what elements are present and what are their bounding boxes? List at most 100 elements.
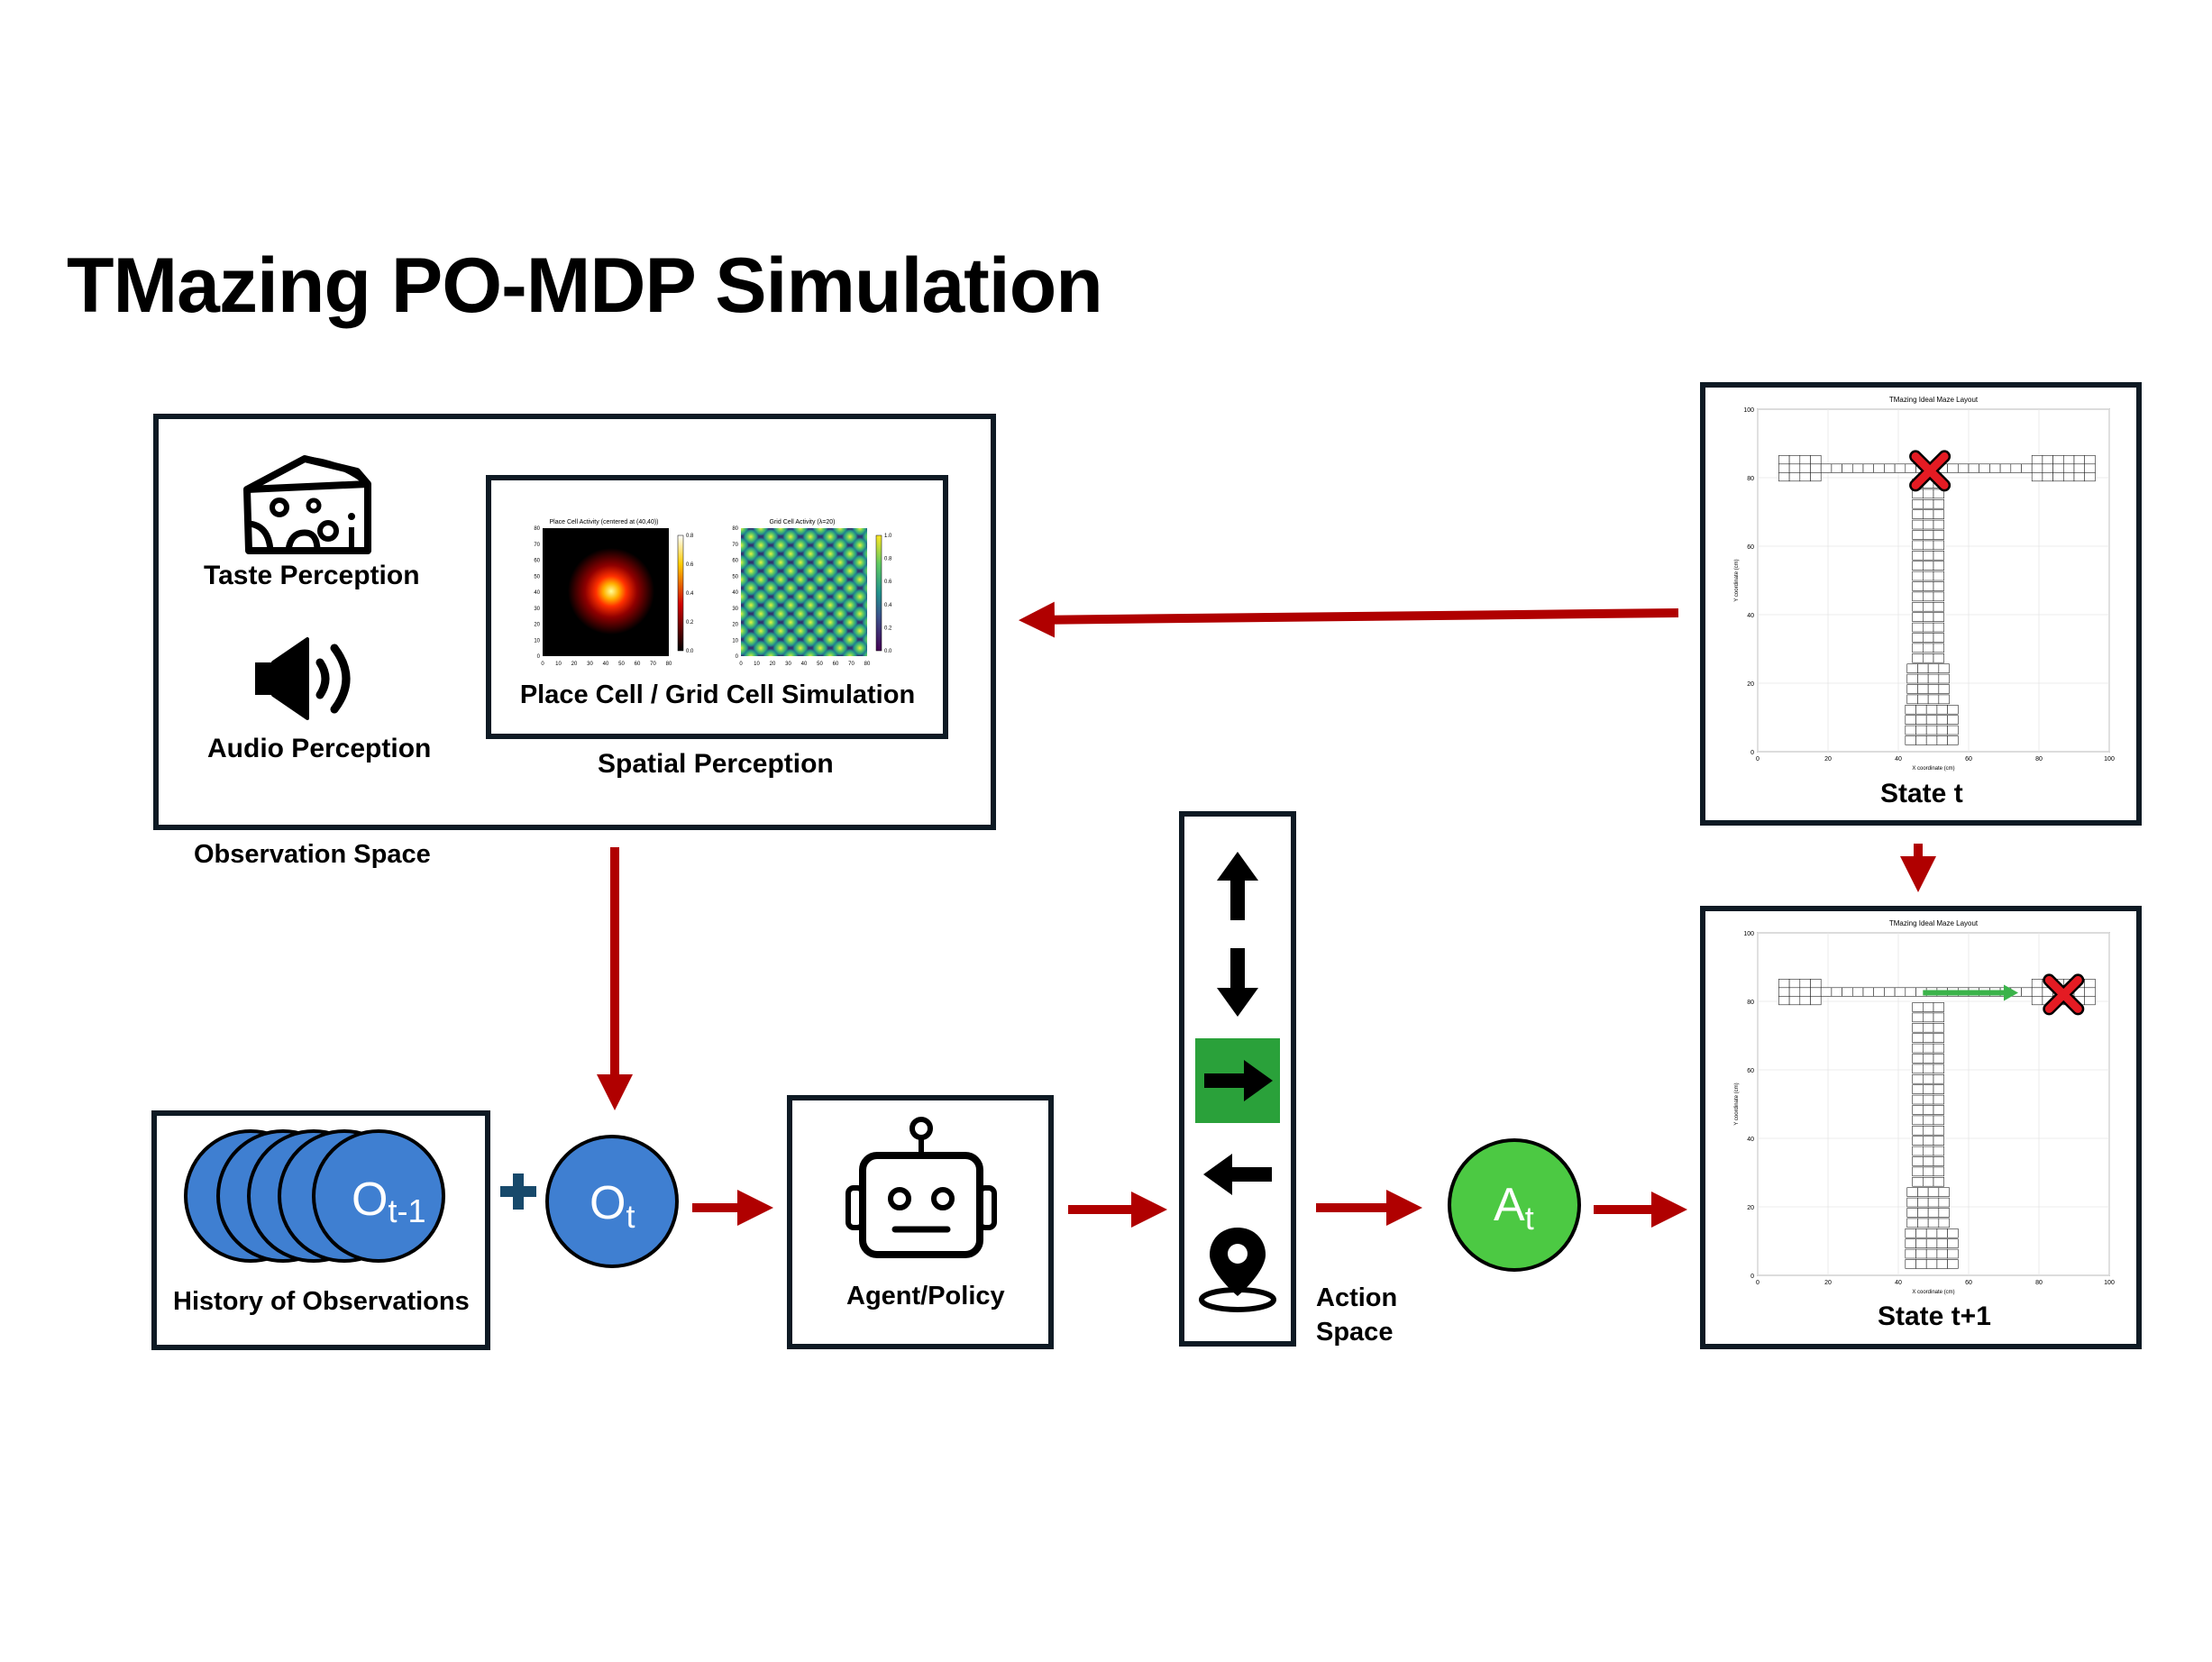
colorbar-tick-label: 1.0 xyxy=(884,534,892,539)
maze-cell xyxy=(1810,996,1822,1006)
colorbar-tick-label: 0.2 xyxy=(884,626,892,631)
maze-cell xyxy=(1933,1002,1944,1012)
maze-cell xyxy=(1947,735,1959,745)
agent-policy-label: Agent/Policy xyxy=(846,1282,1005,1310)
x-tick-label: 30 xyxy=(785,662,791,667)
history-label: History of Observations xyxy=(173,1287,470,1316)
maze-cell xyxy=(1933,1074,1944,1084)
x-tick-label: 60 xyxy=(635,662,641,667)
maze-cell xyxy=(1938,663,1950,673)
colorbar-tick-label: 0.8 xyxy=(884,557,892,562)
action-right-arrow-icon[interactable] xyxy=(1202,1058,1275,1103)
x-tick-label: 10 xyxy=(555,662,562,667)
y-tick-label: 40 xyxy=(732,590,738,596)
y-tick-label: 80 xyxy=(534,526,540,532)
maze-cell xyxy=(1938,1208,1950,1218)
y-tick-label: 40 xyxy=(1747,1137,1754,1143)
maze-cell xyxy=(1933,551,1944,561)
maze-cell xyxy=(1938,673,1950,684)
maze-cell xyxy=(1933,581,1944,591)
maze-cell xyxy=(1933,489,1944,499)
maze-cell xyxy=(1933,612,1944,622)
maze-cell xyxy=(1947,1248,1959,1259)
action-location-pin-icon[interactable] xyxy=(1199,1224,1276,1312)
x-tick-label: 0 xyxy=(1756,756,1760,763)
maze-cell xyxy=(1933,509,1944,519)
maze-cell xyxy=(1933,1094,1944,1105)
y-tick-label: 30 xyxy=(534,607,540,612)
y-tick-label: 20 xyxy=(534,623,540,628)
colorbar-tick-label: 0.2 xyxy=(686,620,694,626)
action-down-arrow-icon[interactable] xyxy=(1215,946,1260,1018)
x-tick-label: 20 xyxy=(1824,756,1832,763)
y-tick-label: 80 xyxy=(732,526,738,532)
maze-plot-title: TMazing Ideal Maze Layout xyxy=(1889,396,1979,404)
robot-icon xyxy=(845,1117,997,1258)
colorbar-tick-label: 0.0 xyxy=(884,649,892,654)
action-left-arrow-icon[interactable] xyxy=(1202,1152,1274,1197)
maze-cell xyxy=(1933,571,1944,581)
colorbar-tick-label: 0.6 xyxy=(884,580,892,585)
y-tick-label: 10 xyxy=(534,638,540,644)
x-tick-label: 100 xyxy=(2104,756,2115,763)
grid-cell-plot-title: Grid Cell Activity (λ=20) xyxy=(770,519,836,525)
y-tick-label: 60 xyxy=(1747,1068,1754,1074)
maze-cell xyxy=(1947,725,1959,735)
maze-cell xyxy=(1933,1136,1944,1146)
state-t1-maze-plot: TMazing Ideal Maze Layout002020404060608… xyxy=(1734,919,2115,1295)
maze-cell xyxy=(1933,1084,1944,1094)
action-circle: At xyxy=(1448,1138,1581,1272)
spatial-perception-label: Spatial Perception xyxy=(598,749,834,779)
maze-cell xyxy=(1933,622,1944,633)
maze-cell xyxy=(1938,1218,1950,1228)
history-circle-main: O xyxy=(352,1173,388,1226)
maze-cell xyxy=(1810,472,1822,482)
maze-cell xyxy=(1933,633,1944,643)
y-tick-label: 0 xyxy=(736,654,739,660)
maze-cell xyxy=(1933,519,1944,530)
colorbar-tick-label: 0.0 xyxy=(686,649,694,654)
maze-cell xyxy=(1933,1156,1944,1166)
colorbar-tick-label: 0.4 xyxy=(686,591,694,597)
y-tick-label: 80 xyxy=(1747,476,1754,482)
maze-cell xyxy=(1933,1043,1944,1054)
maze-cell xyxy=(1933,561,1944,571)
maze-cell xyxy=(1947,1259,1959,1269)
x-tick-label: 0 xyxy=(739,662,743,667)
y-tick-label: 100 xyxy=(1743,407,1754,414)
maze-cell xyxy=(1933,1126,1944,1136)
maze-cell xyxy=(1933,1064,1944,1074)
maze-cell xyxy=(2084,472,2096,482)
x-tick-label: 100 xyxy=(2104,1280,2115,1286)
maze-cell xyxy=(1933,591,1944,602)
y-tick-label: 30 xyxy=(732,607,738,612)
maze-cell xyxy=(1947,1228,1959,1238)
x-tick-label: 50 xyxy=(817,662,823,667)
svg-text:At: At xyxy=(1494,1179,1534,1237)
taste-perception-label: Taste Perception xyxy=(204,561,420,590)
y-tick-label: 70 xyxy=(534,543,540,548)
y-tick-label: 60 xyxy=(534,559,540,564)
colorbar-tick-label: 0.6 xyxy=(686,562,694,568)
red-cross-icon xyxy=(2043,973,2085,1016)
action-up-arrow-icon[interactable] xyxy=(1215,850,1260,922)
x-tick-label: 80 xyxy=(666,662,672,667)
speaker-icon xyxy=(255,637,351,720)
state-t-maze-plot: TMazing Ideal Maze Layout002020404060608… xyxy=(1734,396,2115,772)
maze-cell xyxy=(1938,694,1950,705)
y-tick-label: 50 xyxy=(732,574,738,580)
maze-ylabel: Y coordinate (cm) xyxy=(1734,559,1740,601)
y-tick-label: 20 xyxy=(1747,681,1754,688)
maze-cell xyxy=(1933,1166,1944,1177)
maze-cell xyxy=(1933,1105,1944,1115)
cheese-icon xyxy=(243,455,371,554)
x-tick-label: 0 xyxy=(1756,1280,1760,1286)
maze-cell xyxy=(1933,1115,1944,1126)
x-tick-label: 70 xyxy=(848,662,855,667)
svg-text:Ot: Ot xyxy=(590,1177,635,1235)
x-tick-label: 40 xyxy=(801,662,808,667)
maze-cell xyxy=(1938,684,1950,694)
maze-cell xyxy=(1938,1187,1950,1197)
